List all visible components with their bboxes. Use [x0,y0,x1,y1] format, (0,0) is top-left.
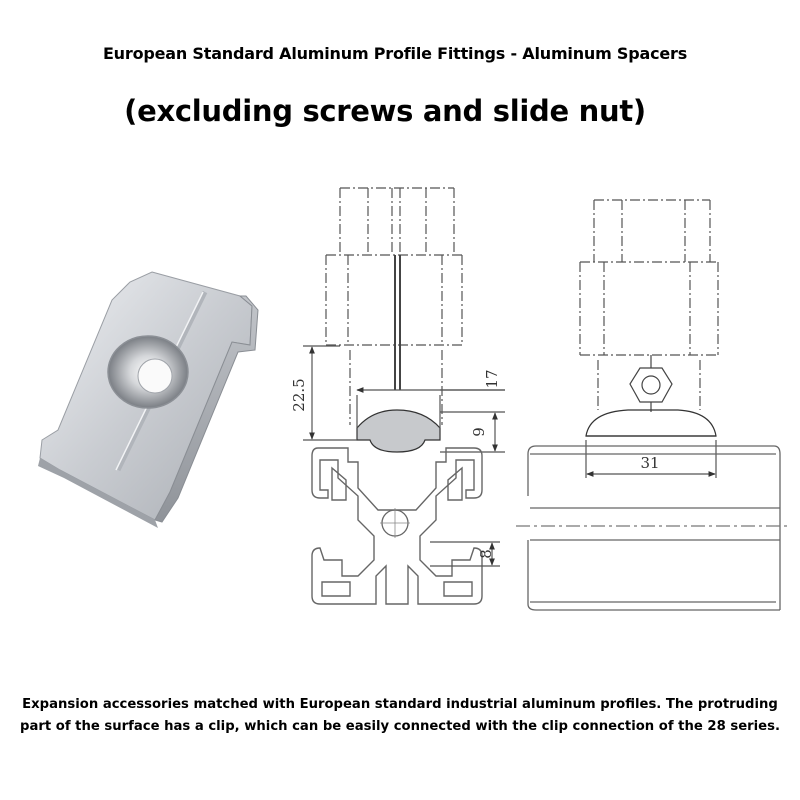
spacer-photo [38,271,259,528]
dim-8-label: 8 [477,549,495,559]
dim-22-5-label: 22.5 [290,378,308,411]
dim-17-label: 17 [483,369,501,388]
page-title: European Standard Aluminum Profile Fitti… [102,44,688,63]
description-caption: Expansion accessories matched with Europ… [20,697,780,734]
page-subtitle: (excluding screws and slide nut) [124,94,646,128]
dim-9-label: 9 [470,427,488,437]
side-view-drawing [516,199,790,611]
dim-31-label: 31 [640,454,659,472]
front-view-drawing [303,187,505,605]
